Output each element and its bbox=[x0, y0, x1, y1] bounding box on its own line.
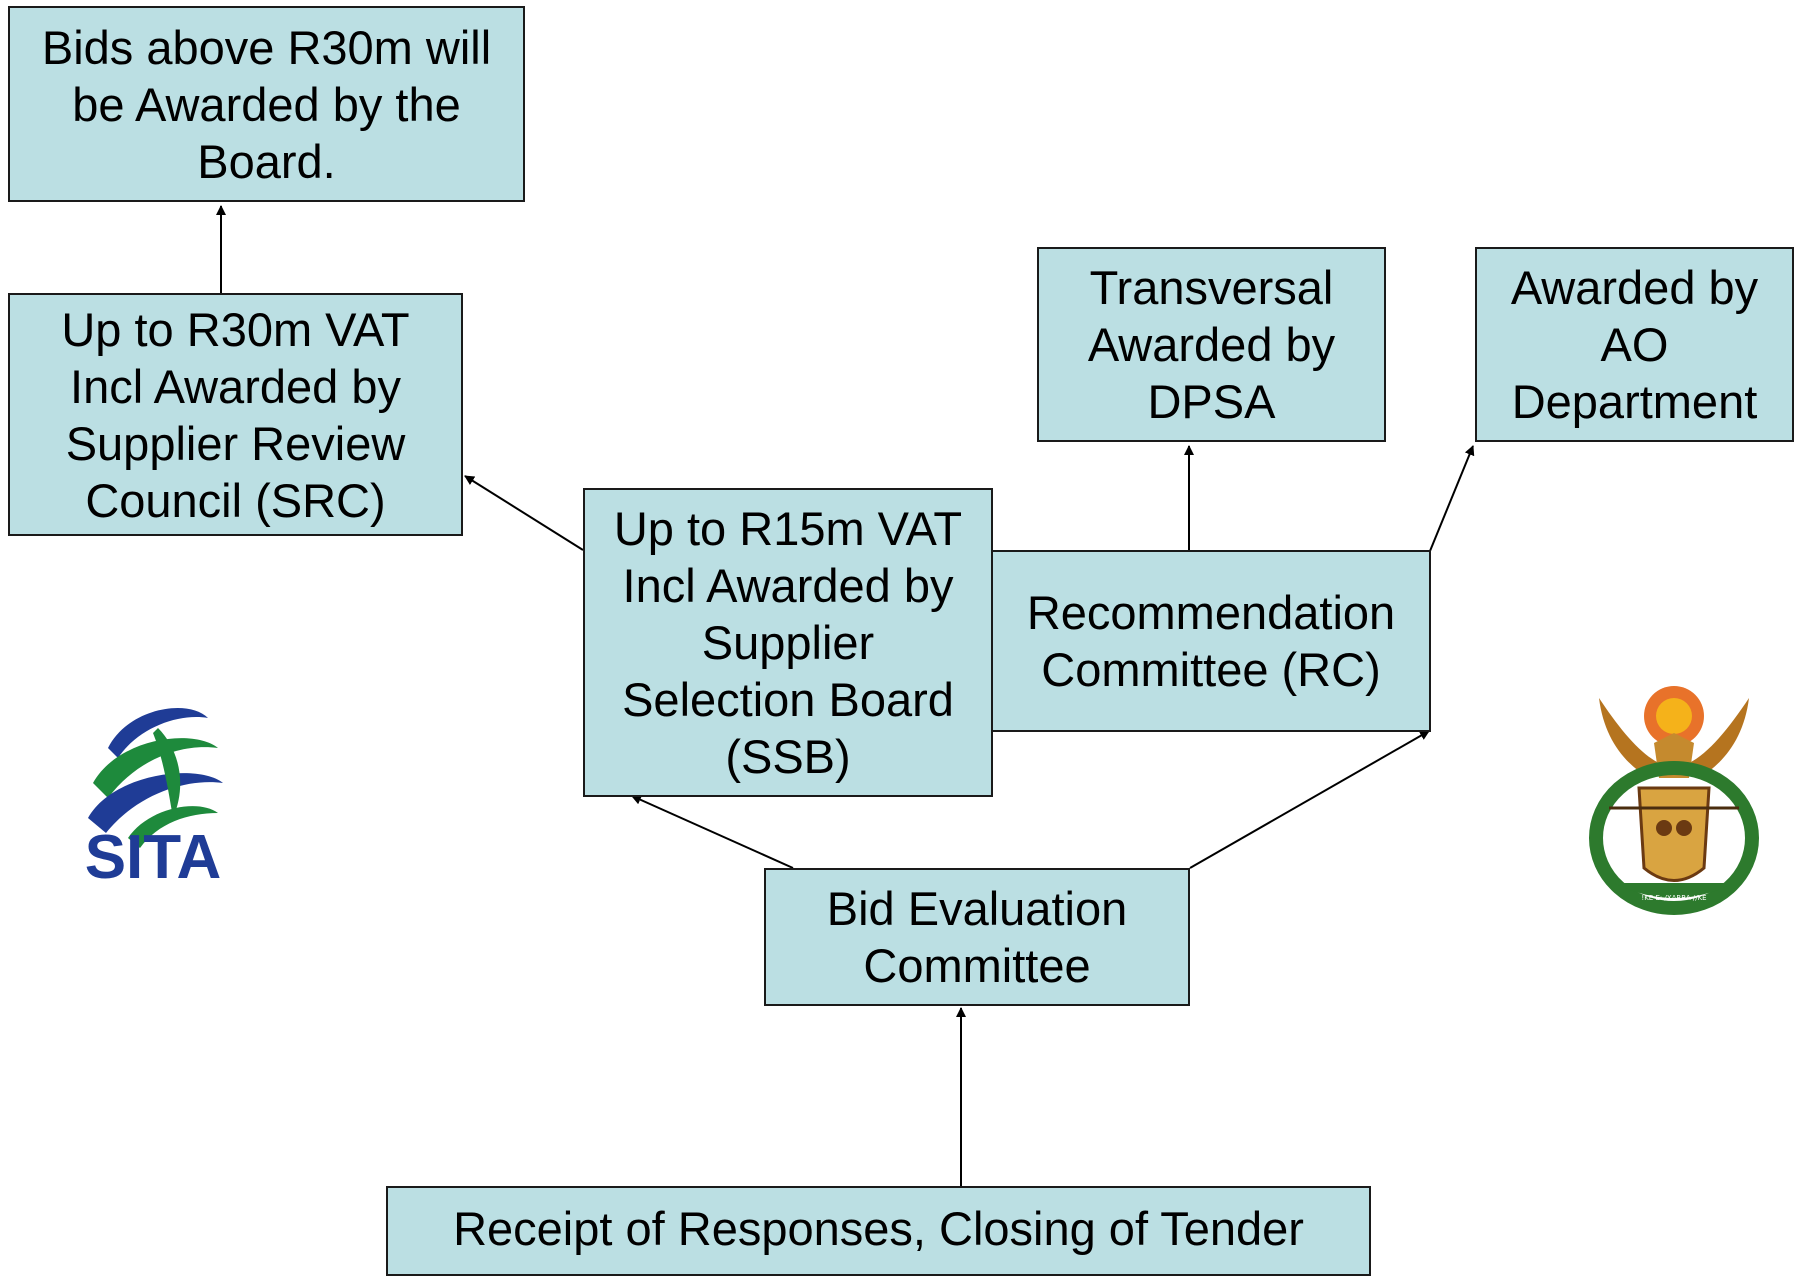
board-award-box: Bids above R30m will be Awarded by the B… bbox=[8, 6, 525, 202]
sita-swirl-icon bbox=[88, 708, 223, 848]
coat-of-arms-logo: !KE E: /XARRA //KE bbox=[1589, 686, 1759, 915]
dpsa-box: Transversal Awarded by DPSA bbox=[1037, 247, 1386, 442]
coat-of-arms-emblem-icon bbox=[1589, 686, 1759, 915]
receipt-of-responses-box: Receipt of Responses, Closing of Tender bbox=[386, 1186, 1371, 1276]
arrow-bec-to-rc bbox=[1189, 730, 1430, 869]
src-box: Up to R30m VAT Incl Awarded by Supplier … bbox=[8, 293, 463, 536]
arrow-ssb-to-src bbox=[464, 475, 584, 551]
ao-department-box: Awarded by AO Department bbox=[1475, 247, 1794, 442]
bid-evaluation-committee-box: Bid Evaluation Committee bbox=[764, 868, 1190, 1006]
arrow-bec-to-ssb bbox=[631, 795, 794, 869]
sita-wordmark: SITA bbox=[85, 823, 222, 888]
sita-logo: SITA bbox=[85, 708, 223, 888]
ssb-box: Up to R15m VAT Incl Awarded by Supplier … bbox=[583, 488, 993, 797]
coat-of-arms-motto: !KE E: /XARRA //KE bbox=[1641, 894, 1706, 902]
rc-box: Recommendation Committee (RC) bbox=[991, 550, 1431, 732]
arrow-rc-to-ao bbox=[1429, 445, 1475, 552]
